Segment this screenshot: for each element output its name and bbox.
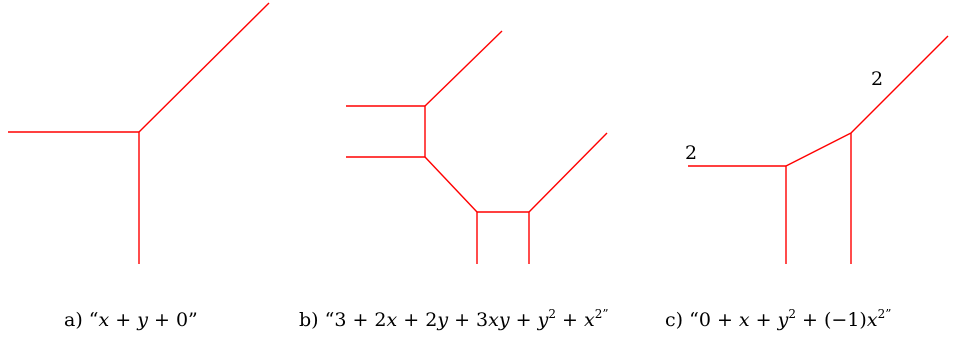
curve-a-edge-diagonal: [138, 2, 270, 133]
formula-part: + 0”: [147, 309, 198, 331]
tropical-curve-b: [346, 30, 608, 264]
formula-part: + 3: [448, 309, 489, 331]
formula-part: “: [88, 309, 99, 331]
formula-part: +: [509, 309, 538, 331]
formula-part: x: [386, 309, 398, 331]
caption-c-label: c): [665, 309, 684, 331]
edge-weight-label-diagonal: 2: [871, 68, 884, 90]
formula-part: “3 + 2: [324, 309, 387, 331]
formula-part: x: [866, 309, 878, 331]
formula-part: x: [98, 309, 110, 331]
caption-a-formula: “x + y + 0”: [89, 309, 198, 331]
formula-part: 2”: [877, 307, 892, 321]
formula-part: “0 +: [689, 309, 739, 331]
formula-part: xy: [488, 309, 510, 331]
caption-a-label: a): [64, 309, 83, 331]
formula-part: +: [749, 309, 778, 331]
formula-part: y: [437, 309, 449, 331]
formula-part: y: [137, 309, 148, 331]
tropical-curve-c: [688, 35, 949, 264]
formula-part: + 2: [397, 309, 438, 331]
curve-b-edge-diag-top: [424, 30, 503, 107]
curve-b-edge-inner-diagonal: [424, 156, 478, 213]
curve-b-edge-diag-right: [528, 132, 608, 213]
formula-part: y: [777, 309, 789, 331]
formula-part: x: [738, 309, 750, 331]
formula-part: 2: [548, 307, 556, 321]
curve-c-edge-diagonal: [850, 35, 949, 134]
formula-part: +: [555, 309, 584, 331]
formula-part: y: [537, 309, 549, 331]
curve-c-edge-middle: [785, 132, 852, 167]
tropical-curve-a: [8, 2, 270, 264]
caption-c: c) “0 + x + y2 + (−1)x2”: [665, 307, 892, 331]
formula-part: +: [109, 309, 138, 331]
caption-b-formula: “3 + 2x + 2y + 3xy + y2 + x2”: [324, 307, 609, 331]
formula-part: x: [583, 309, 595, 331]
caption-a: a) “x + y + 0”: [64, 311, 198, 330]
formula-part: + (−1): [796, 309, 867, 331]
caption-b-label: b): [299, 309, 319, 331]
formula-part: 2”: [594, 307, 609, 321]
caption-c-formula: “0 + x + y2 + (−1)x2”: [689, 307, 892, 331]
formula-part: 2: [788, 307, 797, 321]
caption-b: b) “3 + 2x + 2y + 3xy + y2 + x2”: [299, 307, 609, 331]
edge-weight-label-left: 2: [685, 142, 698, 164]
